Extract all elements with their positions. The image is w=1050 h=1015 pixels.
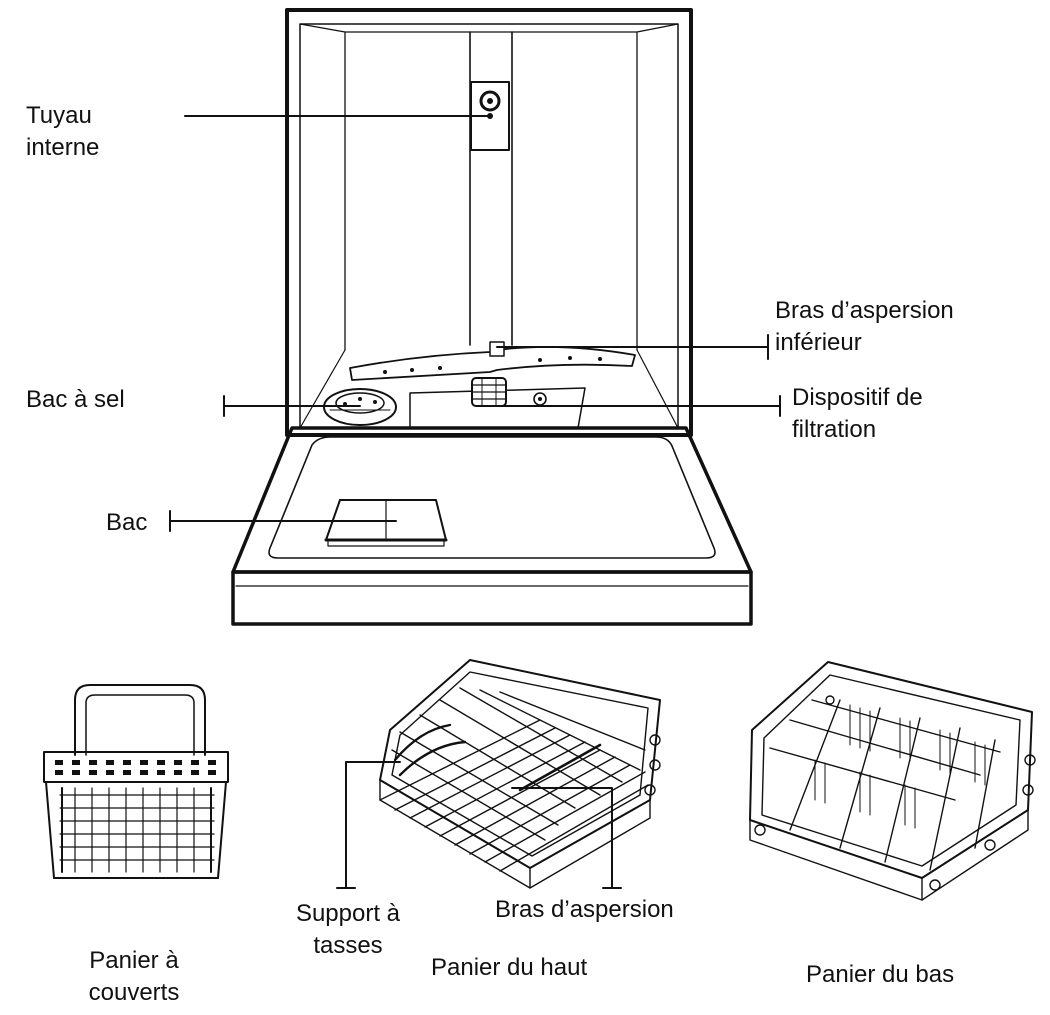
lower-spray-arm [349,341,636,381]
label-upper-spray-arm-text: Bras d’aspersion [495,896,674,923]
internal-pipe [469,31,513,346]
label-cup-shelf-line2: tasses [313,932,383,959]
label-upper-basket-text: Panier du haut [431,954,588,981]
label-cup-shelf: Support à tasses [282,898,414,962]
label-salt-container: Bac à sel [26,384,125,416]
label-dispenser-text: Bac [106,509,148,536]
label-lower-spray-arm-line1: Bras d’aspersion [775,297,954,324]
cutlery-basket-drawing [43,684,229,879]
label-filter-assembly: Dispositif de filtration [792,382,923,446]
upper-basket-drawing [379,659,661,889]
lower-basket-drawing [749,661,1036,901]
label-salt-container-text: Bac à sel [26,386,125,413]
label-dispenser: Bac [106,507,147,539]
label-filter-assembly-line2: filtration [792,416,877,443]
label-lower-basket-text: Panier du bas [806,961,955,988]
label-upper-basket: Panier du haut [431,952,587,984]
dishwasher-door [231,426,753,626]
label-cutlery-basket: Panier à couverts [68,945,200,1009]
leader-upper-spray-arm [511,787,613,889]
label-lower-spray-arm: Bras d’aspersion inférieur [775,295,954,359]
label-filter-assembly-line1: Dispositif de [792,384,923,411]
label-internal-pipe-line2: interne [26,134,100,161]
label-cutlery-basket-line1: Panier à [89,947,179,974]
detergent-dispenser [324,499,448,547]
label-upper-spray-arm: Bras d’aspersion [495,894,674,940]
label-lower-basket: Panier du bas [806,959,954,991]
label-cup-shelf-line1: Support à [295,900,401,927]
label-internal-pipe-line1: Tuyau [26,102,92,129]
leader-cup-shelf [345,761,401,889]
label-cutlery-basket-line2: couverts [88,979,180,1006]
label-internal-pipe: Tuyau interne [26,100,99,164]
leader-lines [169,115,781,889]
filter-assembly [409,377,586,429]
label-lower-spray-arm-line2: inférieur [775,329,862,356]
